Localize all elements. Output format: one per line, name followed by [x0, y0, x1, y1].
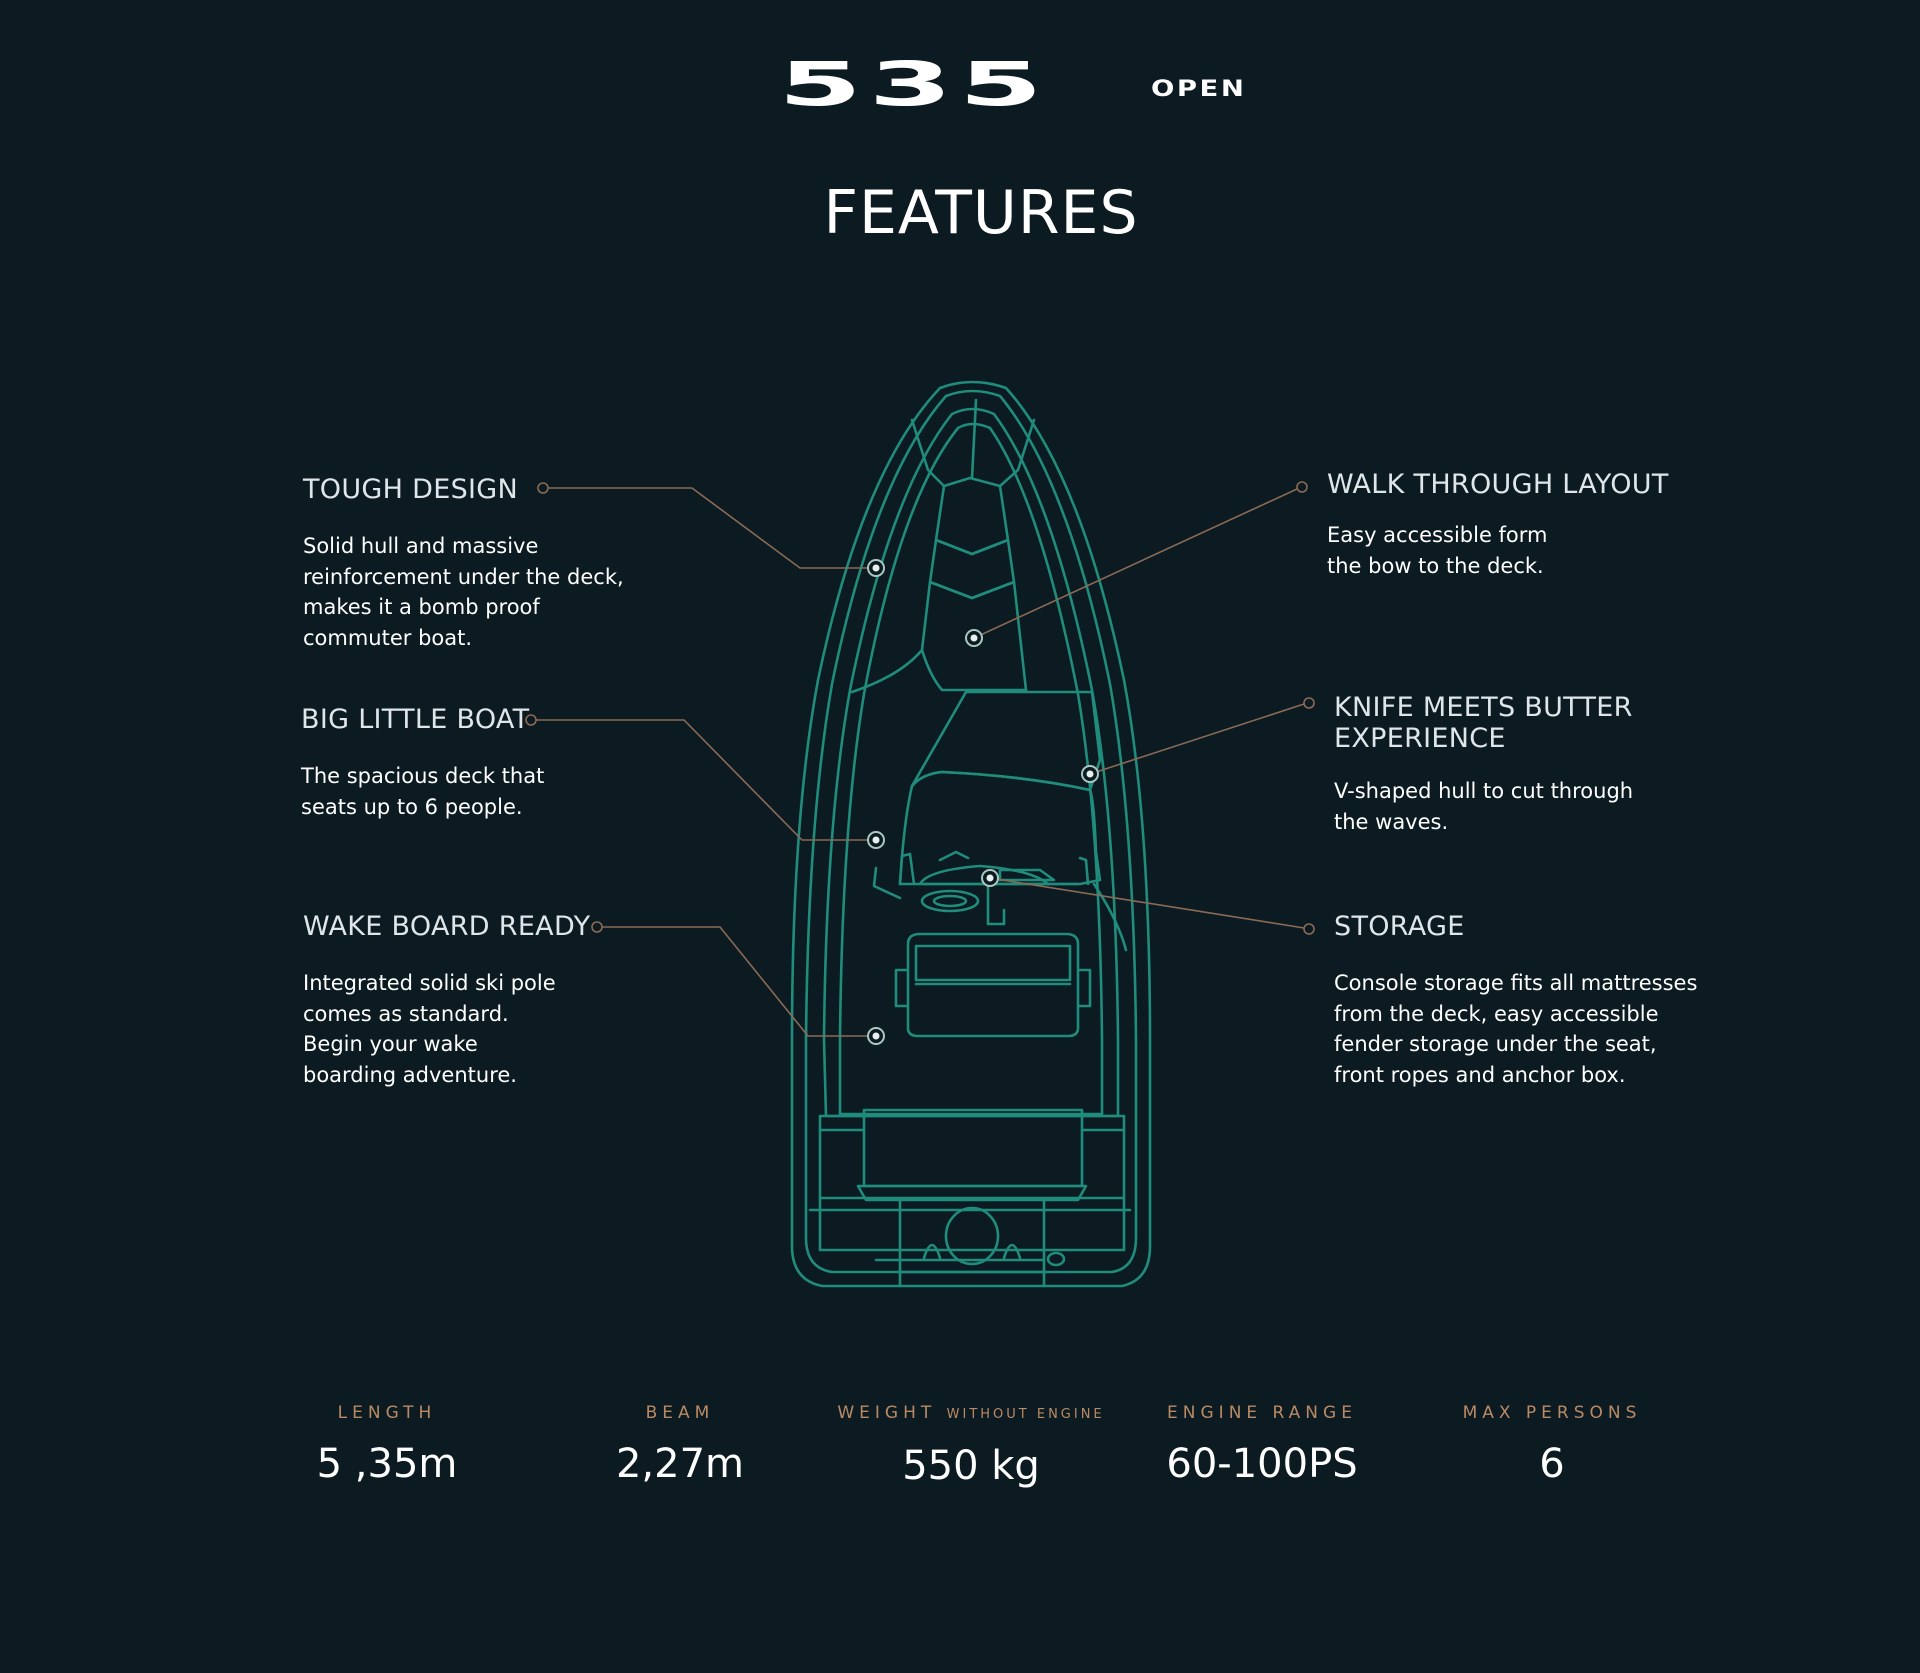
spec-value: 60-100PS [1166, 1441, 1358, 1487]
hotspot-storage [981, 869, 999, 887]
spec-weight: WEIGHT WITHOUT ENGINE 550 kg [811, 1400, 1131, 1490]
hotspot-tough-design [867, 559, 885, 577]
feature-description: Console storage fits all mattresses from… [1334, 971, 1698, 1087]
spec-beam: BEAM 2,27m [520, 1400, 840, 1488]
feature-knife-meets-butter: KNIFE MEETS BUTTER EXPERIENCE V-shaped h… [1334, 692, 1754, 837]
spec-value: 5 ,35m [316, 1441, 458, 1487]
hotspot-wake-board-ready [867, 1027, 885, 1045]
spec-label: LENGTH [337, 1403, 437, 1423]
feature-description: Integrated solid ski pole comes as stand… [303, 971, 556, 1087]
spec-max-persons: MAX PERSONS 6 [1392, 1400, 1712, 1488]
feature-title: WALK THROUGH LAYOUT [1327, 469, 1669, 500]
feature-title: KNIFE MEETS BUTTER EXPERIENCE [1334, 692, 1633, 754]
feature-title: BIG LITTLE BOAT [301, 704, 530, 735]
boat-outline [790, 380, 1152, 1288]
spec-label: ENGINE RANGE [1167, 1403, 1357, 1423]
feature-description: Solid hull and massive reinforcement und… [303, 534, 624, 650]
feature-walk-through-layout: WALK THROUGH LAYOUT Easy accessible form… [1327, 469, 1747, 581]
feature-description: V-shaped hull to cut through the waves. [1334, 779, 1634, 834]
spec-value: 6 [1539, 1441, 1565, 1487]
feature-wake-board-ready: WAKE BOARD READY Integrated solid ski po… [303, 911, 683, 1090]
spec-label: BEAM [645, 1403, 715, 1423]
feature-big-little-boat: BIG LITTLE BOAT The spacious deck that s… [301, 704, 681, 822]
spec-label: WEIGHT [837, 1403, 937, 1423]
logo-model-suffix: OPEN [1151, 77, 1247, 102]
spec-label-group: WEIGHT WITHOUT ENGINE [811, 1400, 1131, 1428]
spec-label: MAX PERSONS [1462, 1403, 1642, 1423]
feature-title: TOUGH DESIGN [303, 474, 518, 505]
page-title: FEATURES [823, 178, 1139, 249]
spec-engine-range: ENGINE RANGE 60-100PS [1102, 1400, 1422, 1488]
feature-storage: STORAGE Console storage fits all mattres… [1334, 911, 1794, 1090]
hotspot-knife-meets-butter [1081, 765, 1099, 783]
feature-description: Easy accessible form the bow to the deck… [1327, 523, 1548, 578]
hotspot-walk-through-layout [965, 629, 983, 647]
hotspots [867, 559, 1099, 1045]
hotspot-big-little-boat [867, 831, 885, 849]
spec-length: LENGTH 5 ,35m [227, 1400, 547, 1488]
feature-title: WAKE BOARD READY [303, 911, 591, 942]
feature-tough-design: TOUGH DESIGN Solid hull and massive rein… [303, 474, 683, 653]
feature-description: The spacious deck that seats up to 6 peo… [301, 764, 545, 819]
brand-logo: 535 OPEN [778, 48, 1244, 120]
spec-value: 2,27m [615, 1441, 745, 1487]
feature-title: STORAGE [1334, 911, 1465, 942]
logo-model-number: 535 [778, 49, 1049, 120]
spec-value: 550 kg [902, 1443, 1040, 1489]
spec-sublabel: WITHOUT ENGINE [946, 1407, 1105, 1422]
